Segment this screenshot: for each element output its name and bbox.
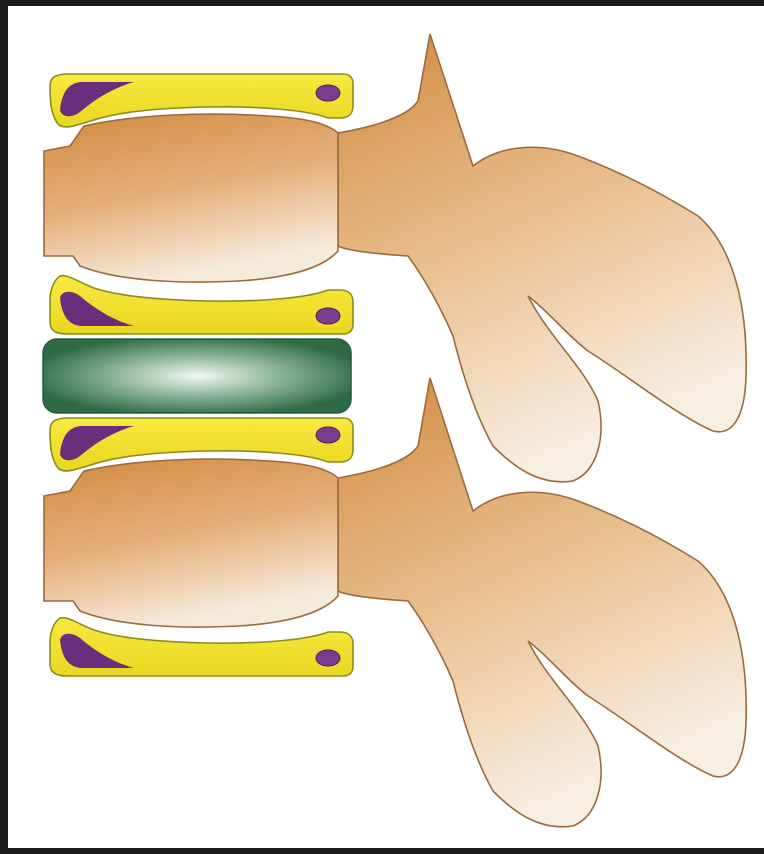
endplate-3-dot <box>316 427 340 443</box>
spine-segment-diagram <box>8 6 764 848</box>
endplate-1-dot <box>316 85 340 101</box>
vertebra-lower-body <box>44 459 338 627</box>
vertebra-upper-body <box>44 114 338 282</box>
endplate-2-dot <box>316 308 340 324</box>
diagram-canvas <box>8 6 764 848</box>
vertebra-upper-posterior-elements <box>338 34 746 482</box>
intervertebral-disc <box>43 339 351 413</box>
endplate-2 <box>50 276 353 334</box>
endplate-4-dot <box>316 650 340 666</box>
